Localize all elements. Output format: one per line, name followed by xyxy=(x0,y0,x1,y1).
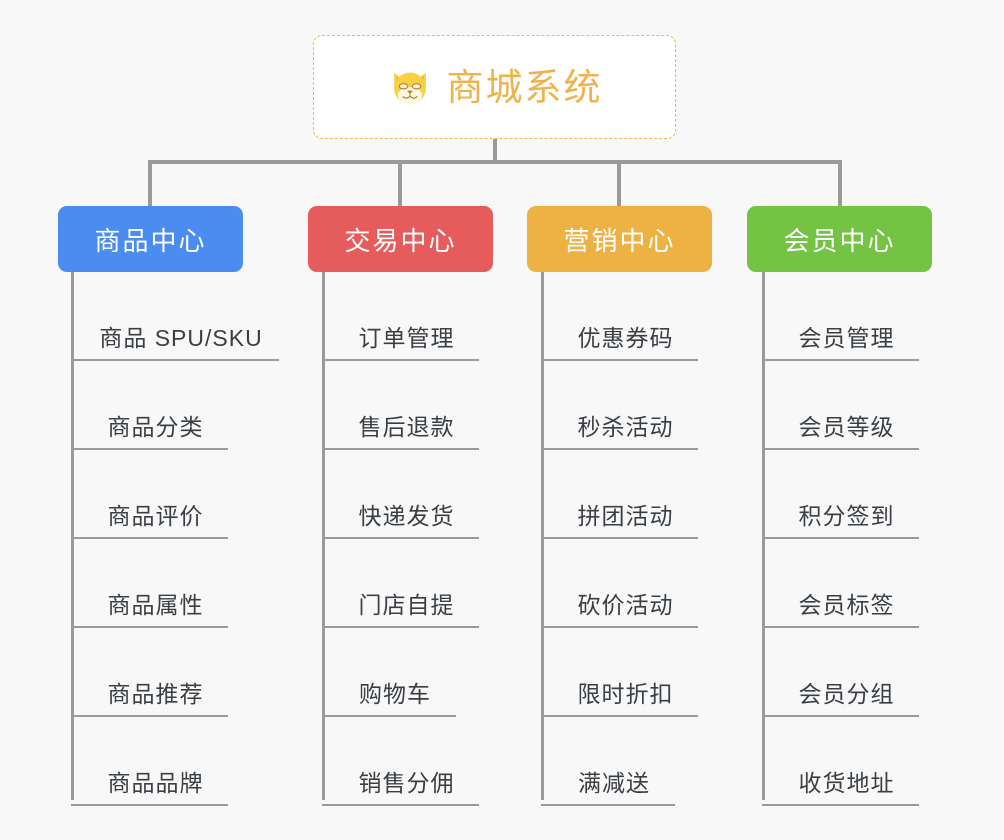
leaf-item[interactable]: 拼团活动 xyxy=(541,450,698,539)
category-header-营销中心[interactable]: 营销中心 xyxy=(527,206,712,272)
leaf-item[interactable]: 订单管理 xyxy=(322,272,479,361)
root-node-商城系统[interactable]: 商城系统 xyxy=(313,35,676,139)
leaf-item-label: 限时折扣 xyxy=(577,681,674,707)
category-header-label: 商品中心 xyxy=(94,225,207,256)
connector-drop-营销中心 xyxy=(617,160,621,206)
leaf-item-label: 购物车 xyxy=(359,681,431,707)
leaf-item[interactable]: 优惠券码 xyxy=(541,272,698,361)
leaf-item-label: 门店自提 xyxy=(358,592,455,618)
leaf-item-label: 砍价活动 xyxy=(577,592,674,618)
connector-horizontal-bus xyxy=(148,160,842,164)
leaf-item[interactable]: 收货地址 xyxy=(762,717,919,806)
connector-drop-商品中心 xyxy=(148,160,152,206)
leaf-item-label: 快递发货 xyxy=(358,503,455,529)
leaf-item[interactable]: 售后退款 xyxy=(322,361,479,450)
leaf-item-label: 商品推荐 xyxy=(107,681,204,707)
connector-drop-会员中心 xyxy=(838,160,842,206)
connector-root-stem xyxy=(493,139,497,164)
leaf-column-商品中心: 商品 SPU/SKU 商品分类 商品评价 商品属性 商品推荐 商品品牌 xyxy=(71,272,279,806)
leaf-item-label: 会员等级 xyxy=(798,414,895,440)
leaf-spine xyxy=(541,272,544,800)
leaf-item-label: 商品分类 xyxy=(107,414,204,440)
leaf-item[interactable]: 会员标签 xyxy=(762,539,919,628)
leaf-item[interactable]: 快递发货 xyxy=(322,450,479,539)
category-header-label: 交易中心 xyxy=(344,225,457,256)
leaf-item-label: 积分签到 xyxy=(798,503,895,529)
leaf-item[interactable]: 会员等级 xyxy=(762,361,919,450)
leaf-item-label: 订单管理 xyxy=(358,325,455,351)
leaf-column-交易中心: 订单管理 售后退款 快递发货 门店自提 购物车 销售分佣 xyxy=(322,272,479,806)
leaf-spine xyxy=(322,272,325,800)
root-node-content: 商城系统 xyxy=(387,64,603,110)
category-header-label: 会员中心 xyxy=(783,225,896,256)
leaf-item-label: 满减送 xyxy=(578,770,650,796)
category-header-会员中心[interactable]: 会员中心 xyxy=(747,206,932,272)
leaf-item[interactable]: 商品 SPU/SKU xyxy=(71,272,279,361)
leaf-item-label: 商品品牌 xyxy=(107,770,204,796)
leaf-column-营销中心: 优惠券码 秒杀活动 拼团活动 砍价活动 限时折扣 满减送 xyxy=(541,272,698,806)
leaf-item[interactable]: 会员分组 xyxy=(762,628,919,717)
leaf-column-会员中心: 会员管理 会员等级 积分签到 会员标签 会员分组 收货地址 xyxy=(762,272,919,806)
leaf-item[interactable]: 限时折扣 xyxy=(541,628,698,717)
leaf-item[interactable]: 秒杀活动 xyxy=(541,361,698,450)
leaf-item-label: 收货地址 xyxy=(798,770,895,796)
leaf-item-label: 会员标签 xyxy=(798,592,895,618)
shiba-dog-face-icon xyxy=(393,72,426,105)
leaf-item-label: 商品属性 xyxy=(107,592,204,618)
leaf-item[interactable]: 商品分类 xyxy=(71,361,228,450)
root-title: 商城系统 xyxy=(446,66,603,108)
leaf-item[interactable]: 商品属性 xyxy=(71,539,228,628)
connector-drop-交易中心 xyxy=(398,160,402,206)
leaf-item[interactable]: 商品评价 xyxy=(71,450,228,539)
leaf-item[interactable]: 砍价活动 xyxy=(541,539,698,628)
leaf-item[interactable]: 购物车 xyxy=(322,628,456,717)
category-header-交易中心[interactable]: 交易中心 xyxy=(308,206,493,272)
category-header-商品中心[interactable]: 商品中心 xyxy=(58,206,243,272)
leaf-item-label: 会员管理 xyxy=(798,325,895,351)
leaf-item-label: 销售分佣 xyxy=(358,770,455,796)
leaf-item[interactable]: 商品推荐 xyxy=(71,628,228,717)
leaf-item[interactable]: 门店自提 xyxy=(322,539,479,628)
leaf-item-label: 秒杀活动 xyxy=(577,414,674,440)
leaf-item[interactable]: 销售分佣 xyxy=(322,717,479,806)
leaf-item[interactable]: 积分签到 xyxy=(762,450,919,539)
leaf-item-label: 优惠券码 xyxy=(577,325,674,351)
leaf-item-label: 会员分组 xyxy=(798,681,895,707)
leaf-item-label: 商品 SPU/SKU xyxy=(99,325,263,351)
leaf-item[interactable]: 会员管理 xyxy=(762,272,919,361)
leaf-spine xyxy=(762,272,765,800)
leaf-item-label: 商品评价 xyxy=(107,503,204,529)
leaf-spine xyxy=(71,272,74,800)
leaf-item-label: 售后退款 xyxy=(358,414,455,440)
leaf-item[interactable]: 商品品牌 xyxy=(71,717,228,806)
category-header-label: 营销中心 xyxy=(563,225,676,256)
leaf-item-label: 拼团活动 xyxy=(577,503,674,529)
leaf-item[interactable]: 满减送 xyxy=(541,717,675,806)
